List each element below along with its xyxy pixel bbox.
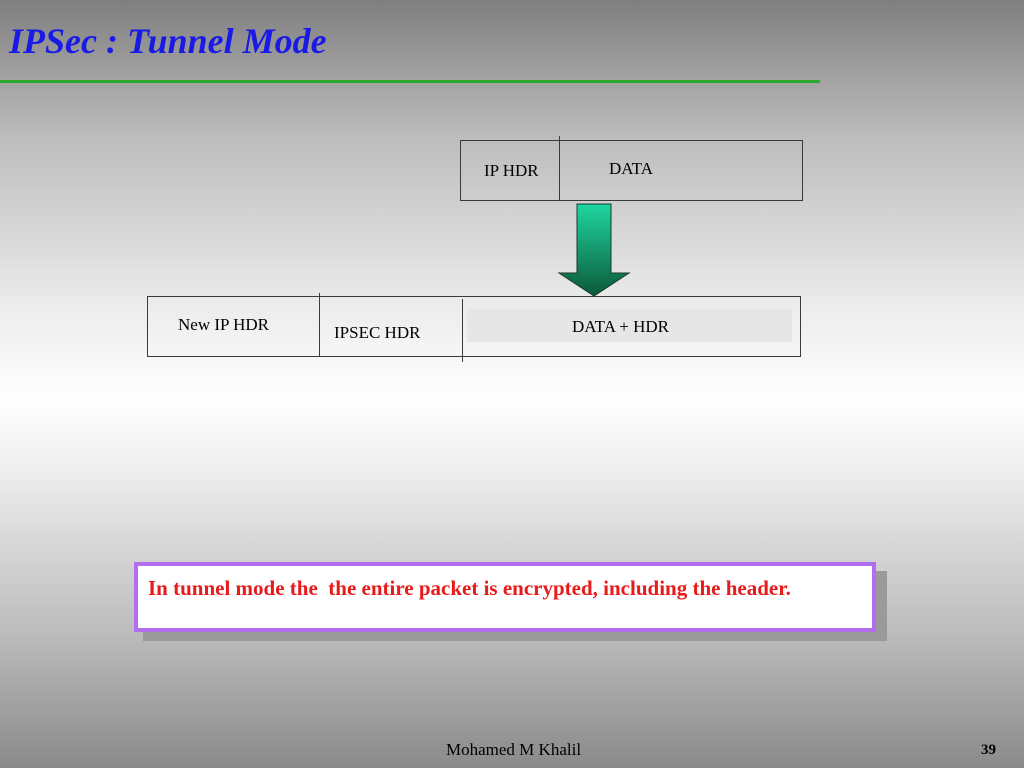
data-hdr-label: DATA + HDR — [572, 317, 670, 336]
original-packet-box — [460, 140, 803, 201]
down-arrow-icon — [557, 203, 631, 297]
new-ip-hdr-label: New IP HDR — [178, 315, 269, 334]
title-underline — [0, 80, 820, 83]
note-text: In tunnel mode the the entire packet is … — [148, 576, 791, 600]
page-number: 39 — [981, 742, 996, 758]
slide-title: IPSec : Tunnel Mode — [9, 21, 327, 61]
tunnel-packet-divider-1 — [319, 293, 320, 357]
tunnel-packet-divider-2 — [462, 299, 463, 362]
footer-author: Mohamed M Khalil — [446, 740, 582, 759]
data-label: DATA — [609, 159, 653, 178]
encrypted-section — [467, 309, 792, 342]
note-box: In tunnel mode the the entire packet is … — [134, 562, 876, 632]
ip-hdr-label: IP HDR — [484, 161, 539, 180]
tunnel-packet-box — [147, 296, 801, 357]
ipsec-hdr-label: IPSEC HDR — [334, 323, 421, 342]
original-packet-divider — [559, 136, 560, 201]
